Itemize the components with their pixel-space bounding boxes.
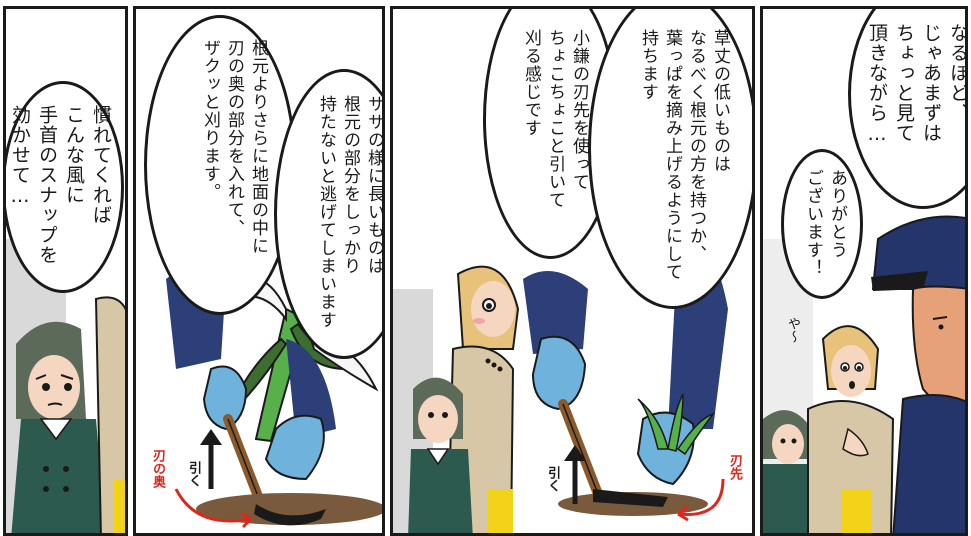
speech-text-left: 根元よりさらに地面の中に 刃の奥の部分を入れて、 ザクッと刈ります。 [200,39,268,255]
man-cap [871,215,965,290]
speech-bubble-right [274,69,382,359]
speech-bubble-small [781,149,863,299]
speech-bubble-left [144,15,296,315]
speech-text-small: ありがとう ございます！ [803,169,847,277]
panel-4: や〜 なるほど、 じゃあまずは ちょっと見て 頂きながら… ありがとう ございま… [760,6,968,536]
woman-shoulder [94,296,125,533]
label-pull: 引く [186,461,201,487]
glove-left [202,365,248,431]
glove-right [264,414,325,481]
panel-3: 刃先 引く 小鎌の刃先を使って ちょこちょこと引いて 刈る感じです 草丈の低いも… [390,6,755,536]
girl-uniform [11,419,106,533]
panel-2: 刃の奥 引く 根元よりさらに地面の中に 刃の奥の部分を入れて、 ザクッと刈ります… [133,6,385,536]
label-blade-back: 刃の奥 [150,449,165,488]
speech-text-right: ササの様に長いものは 根元の部分をしっかり 持たないと逃げてしまいます [316,95,384,329]
label-blade-tip: 刃先 [727,454,742,480]
speech-text-left: 小鎌の刃先を使って ちょこちょこと引いて 刈る感じです [521,29,589,209]
speech-bubble [6,81,124,293]
label-pull: 引く [545,466,560,492]
speech-text-top: なるほど、 じゃあまずは ちょっと見て 頂きながら… [866,23,968,146]
speech-bubble-right [588,9,752,309]
speech-text-right: 草丈の低いものは なるべく根元の方を持つか、 葉っぱを摘み上げるようにして 持ち… [638,29,730,281]
panel-1: 慣れてくれば こんな風に 手首のスナップを 効かせて… [3,6,128,536]
speech-text: 慣れてくれば こんな風に 手首のスナップを 効かせて… [9,105,112,265]
sfx-text: や〜 [785,317,800,343]
